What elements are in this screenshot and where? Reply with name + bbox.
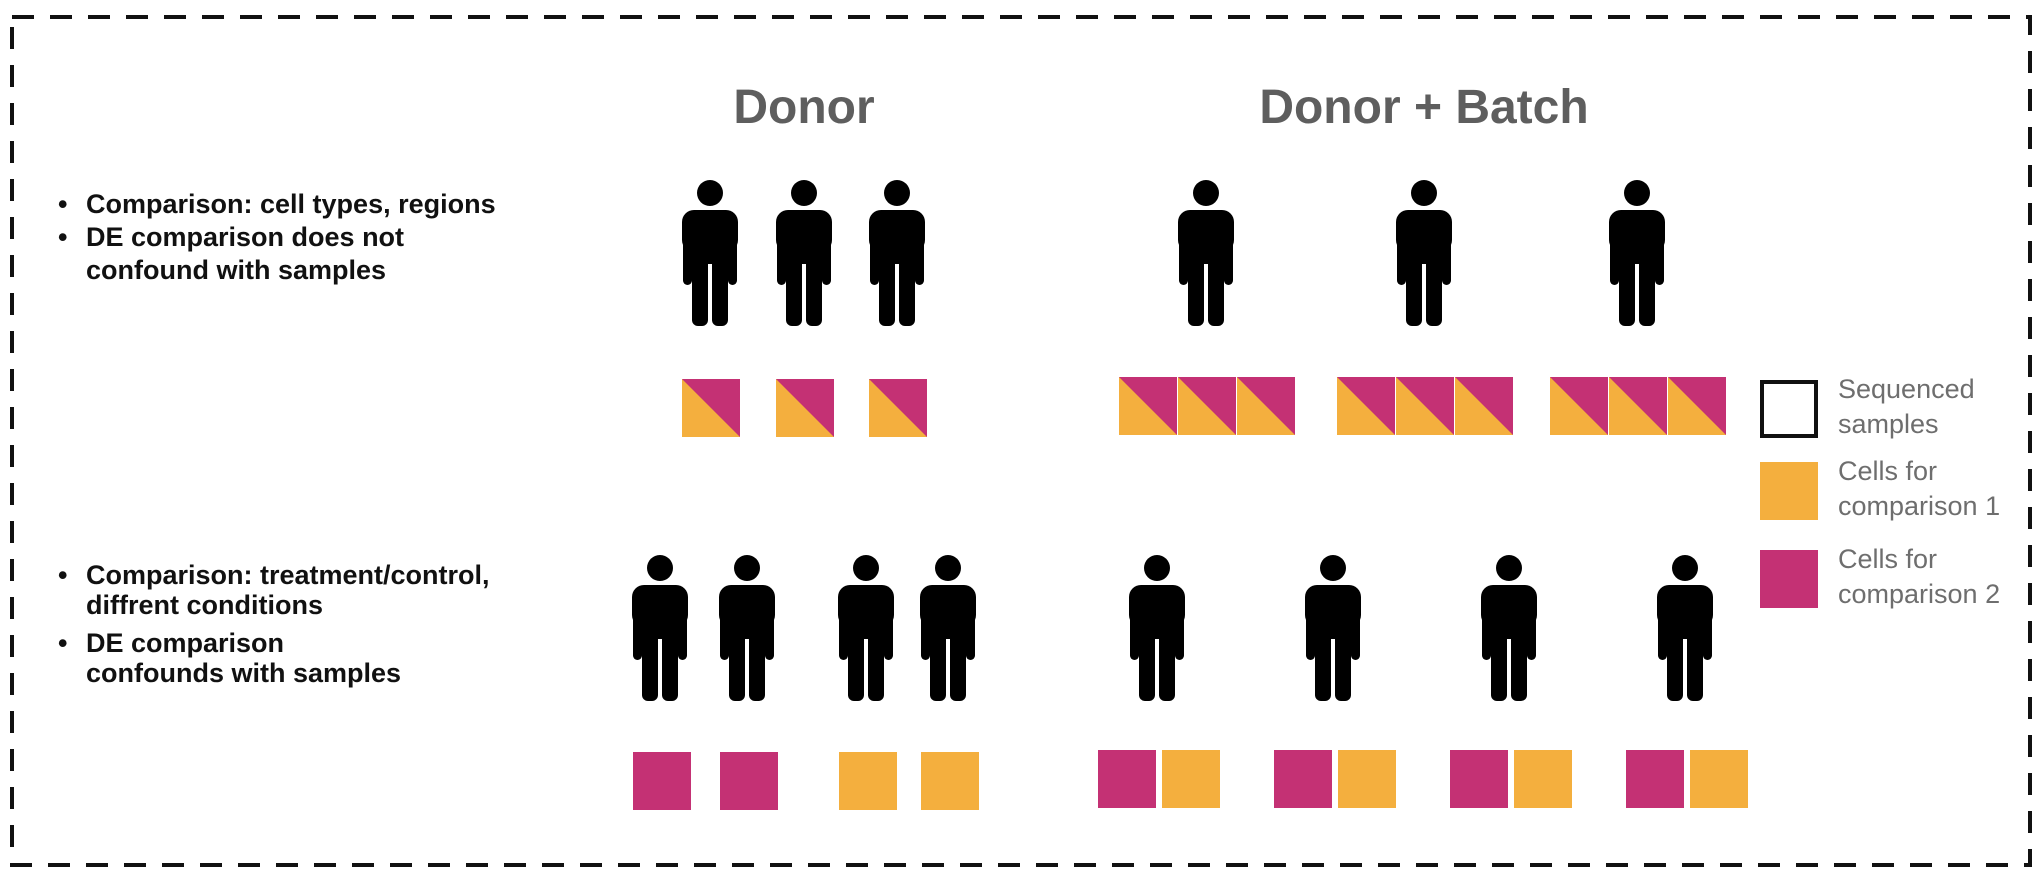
dashed-border [10,15,2032,867]
person-icon [1481,555,1537,701]
bullet-line: confounds with samples [86,658,402,688]
comparison-2-sample-square [633,752,691,810]
bullet-icon: • [58,628,68,658]
legend-line: samples [1838,409,1939,439]
bullet-line: Comparison: cell types, regions [86,189,496,219]
comparison-1-sample-square [1338,750,1396,808]
person-icon [719,555,775,701]
comparison-1-sample-square [1514,750,1572,808]
bullet-item: • Comparison: treatment/control, diffren… [58,560,490,620]
comparison-1-sample-square [921,752,979,810]
comparison-2-sample-square [1274,750,1332,808]
person-icon [1396,180,1452,326]
legend-line: Sequenced [1838,374,1975,404]
bullet-icon: • [58,560,68,590]
bullet-item: • Comparison: cell types, regions [58,188,496,221]
split-sample-square [1119,377,1177,435]
split-sample-square [776,379,834,437]
row-2-bullets: • Comparison: treatment/control, diffren… [58,560,490,688]
comparison-2-sample-square [1450,750,1508,808]
legend-line: Cells for [1838,544,1938,574]
split-sample-square [869,379,927,437]
split-sample-square [1237,377,1295,435]
person-icon [1129,555,1185,701]
comparison-2-square-icon [1760,550,1818,608]
split-sample-square [1550,377,1608,435]
legend-label: Sequenced samples [1838,372,2044,442]
comparison-1-sample-square [1690,750,1748,808]
figure-layer [632,180,1748,810]
split-sample-square [1455,377,1513,435]
column-title-donor-batch: Donor + Batch [1259,81,1589,134]
split-sample-square [1337,377,1395,435]
bullet-line: confound with samples [86,255,387,285]
split-sample-square [1609,377,1667,435]
split-sample-square [1668,377,1726,435]
legend-line: Cells for [1838,456,1938,486]
comparison-2-sample-square [720,752,778,810]
split-sample-square [682,379,740,437]
person-icon [1657,555,1713,701]
comparison-1-sample-square [839,752,897,810]
bullet-item: • DE comparison does not confound with s… [58,221,496,287]
legend-label: Cells for comparison 1 [1838,454,2044,524]
row-1-bullets: • Comparison: cell types, regions • DE c… [58,188,496,287]
bullet-line: Comparison: treatment/control, [86,560,490,590]
person-icon [1178,180,1234,326]
person-icon [1609,180,1665,326]
bullet-line: DE comparison [86,628,285,658]
legend-label: Cells for comparison 2 [1838,542,2044,612]
sequenced-sample-square-icon [1760,380,1818,438]
split-sample-square [1178,377,1236,435]
person-icon [682,180,738,326]
bullet-icon: • [58,222,68,252]
person-icon [869,180,925,326]
column-title-donor: Donor [733,81,875,134]
comparison-1-sample-square [1162,750,1220,808]
bullet-line: diffrent conditions [86,590,323,620]
comparison-2-sample-square [1098,750,1156,808]
bullet-line: DE comparison does not [86,222,405,252]
person-icon [632,555,688,701]
person-icon [776,180,832,326]
bullet-icon: • [58,189,68,219]
bullet-item: • DE comparison confounds with samples [58,628,490,688]
legend-line: comparison 1 [1838,491,2001,521]
comparison-2-sample-square [1626,750,1684,808]
person-icon [920,555,976,701]
split-sample-square [1396,377,1454,435]
legend-line: comparison 2 [1838,579,2001,609]
person-icon [838,555,894,701]
comparison-1-square-icon [1760,462,1818,520]
person-icon [1305,555,1361,701]
